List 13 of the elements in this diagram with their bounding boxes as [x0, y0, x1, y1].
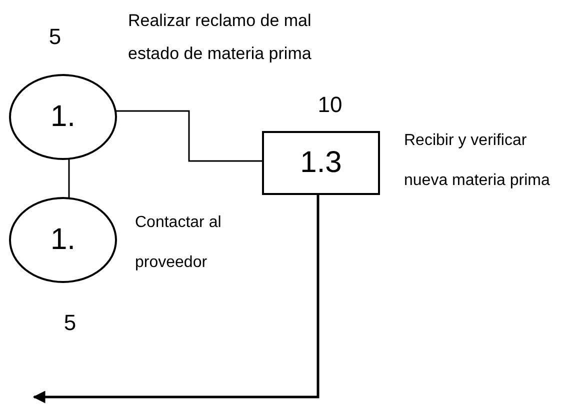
connector-line	[116, 110, 262, 162]
arrow	[32, 195, 320, 404]
node-number: 1.	[50, 225, 76, 255]
node-caption: 5	[62, 309, 78, 337]
connector-line	[68, 160, 70, 198]
node-number: 1.	[50, 102, 76, 132]
node-caption: Contactar al proveedor	[135, 213, 222, 273]
node-caption: Realizar reclamo de mal estado de materia prima	[128, 10, 312, 65]
node-caption: 5	[48, 23, 62, 51]
process-box	[262, 131, 380, 195]
node-caption: 10	[316, 91, 344, 119]
node-caption: Recibir y verificar nueva materia prima	[404, 131, 551, 191]
node-number: 1.3	[300, 148, 342, 178]
